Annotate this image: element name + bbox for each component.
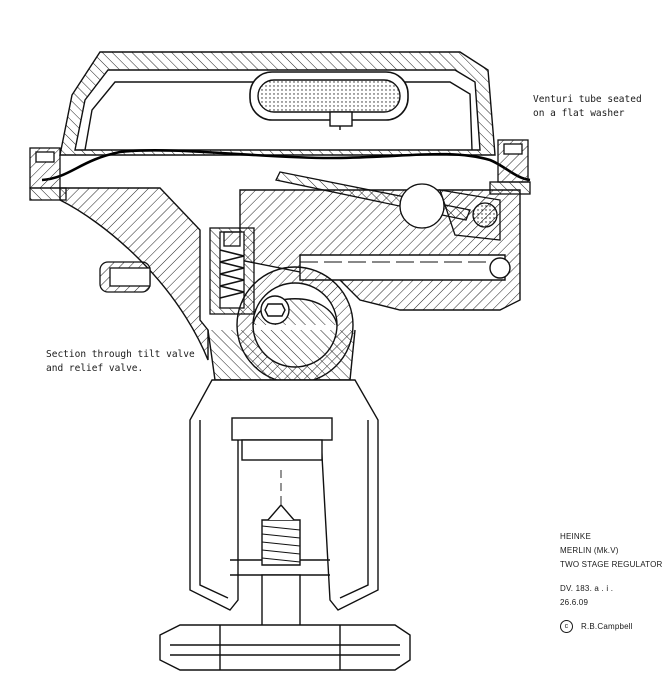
- venturi-annotation-line1: Venturi tube seated: [533, 94, 642, 105]
- section-annotation-line1: Section through tilt valve: [46, 349, 195, 360]
- title-description: TWO STAGE REGULATOR: [560, 560, 663, 569]
- title-model: MERLIN (Mk.V): [560, 546, 619, 555]
- cover: [59, 51, 496, 156]
- title-date: 26.6.09: [560, 598, 589, 607]
- section-annotation: Section through tilt valve and relief va…: [46, 348, 195, 376]
- venturi-annotation: Venturi tube seated on a flat washer: [533, 93, 642, 121]
- title-author-line: c R.B.Campbell: [560, 620, 662, 634]
- title-block: HEINKE MERLIN (Mk.V) TWO STAGE REGULATOR…: [560, 530, 662, 634]
- tilt-lever: [275, 171, 501, 241]
- title-author: R.B.Campbell: [581, 622, 633, 631]
- diaphragm: [41, 149, 531, 182]
- right-clamp: [489, 139, 531, 195]
- venturi-annotation-line2: on a flat washer: [533, 108, 625, 119]
- t-handle: [159, 624, 411, 671]
- left-clamp: [29, 147, 67, 201]
- section-annotation-line2: and relief valve.: [46, 363, 144, 374]
- yoke: [189, 379, 379, 634]
- title-drawing-no: DV. 183. a . i .: [560, 584, 614, 593]
- title-maker: HEINKE: [560, 532, 591, 541]
- copyright-symbol: c: [560, 620, 573, 634]
- inlet-stub: [99, 261, 151, 293]
- yoke-neck: [207, 329, 356, 381]
- relief-valve-spring: [209, 227, 255, 315]
